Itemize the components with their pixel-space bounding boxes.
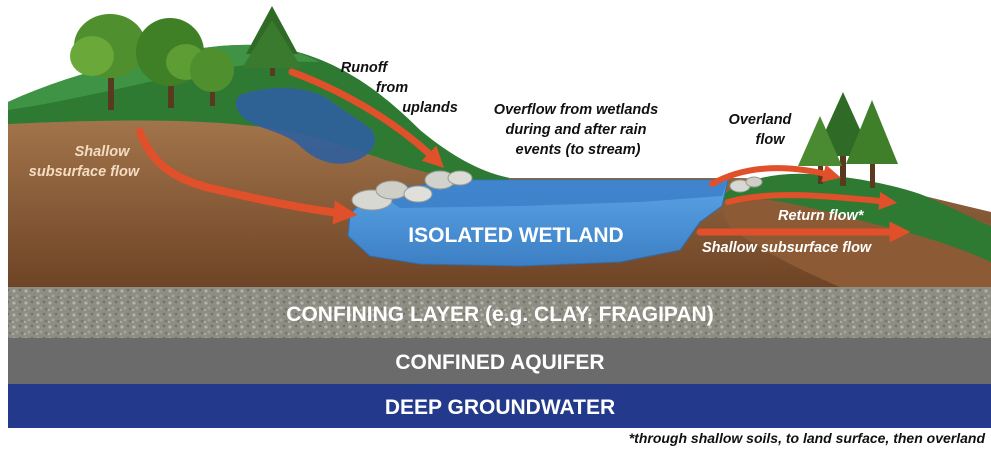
shallow-right-label: Shallow subsurface flow xyxy=(702,240,873,256)
deep-groundwater-layer xyxy=(8,384,991,428)
overland-line-1: Overland xyxy=(729,112,793,128)
confining-layer xyxy=(8,287,991,338)
tree-upland xyxy=(242,6,302,76)
wetland-surface xyxy=(374,180,728,208)
rocks-left xyxy=(351,170,473,211)
confined-aquifer-layer xyxy=(8,338,991,384)
confined-aquifer-label: CONFINED AQUIFER xyxy=(395,351,604,374)
upland-pond xyxy=(235,87,376,164)
shallow-left-arrow xyxy=(136,128,358,225)
runoff-line-3: uplands xyxy=(402,100,458,116)
runoff-label: Runoff from uplands xyxy=(341,60,458,116)
overland-arrow xyxy=(709,164,841,187)
runoff-line-1: Runoff xyxy=(341,60,390,76)
deep-groundwater-label: DEEP GROUNDWATER xyxy=(385,396,615,419)
shallow-left-line-2: subsurface flow xyxy=(29,164,141,180)
overflow-line-3: events (to stream) xyxy=(516,142,641,158)
runoff-line-2: from xyxy=(376,80,408,96)
overflow-line-2: during and after rain xyxy=(505,122,646,138)
trees-left xyxy=(70,14,234,110)
confining-layer-label: CONFINING LAYER (e.g. CLAY, FRAGIPAN) xyxy=(286,303,713,326)
wetland-label: ISOLATED WETLAND xyxy=(408,224,623,247)
shallow-left-label: Shallow subsurface flow xyxy=(29,144,141,180)
rocks-right xyxy=(729,176,763,193)
overflow-line-1: Overflow from wetlands xyxy=(494,102,658,118)
return-flow-arrow xyxy=(725,191,898,210)
overflow-label: Overflow from wetlands during and after … xyxy=(494,102,662,158)
overland-label: Overland flow xyxy=(729,112,796,148)
runoff-arrow xyxy=(288,68,445,168)
shallow-left-line-1: Shallow xyxy=(75,144,132,160)
return-flow-label: Return flow* xyxy=(778,208,865,224)
footnote: *through shallow soils, to land surface,… xyxy=(628,430,985,446)
overland-line-2: flow xyxy=(756,132,787,148)
trees-right xyxy=(798,92,898,188)
